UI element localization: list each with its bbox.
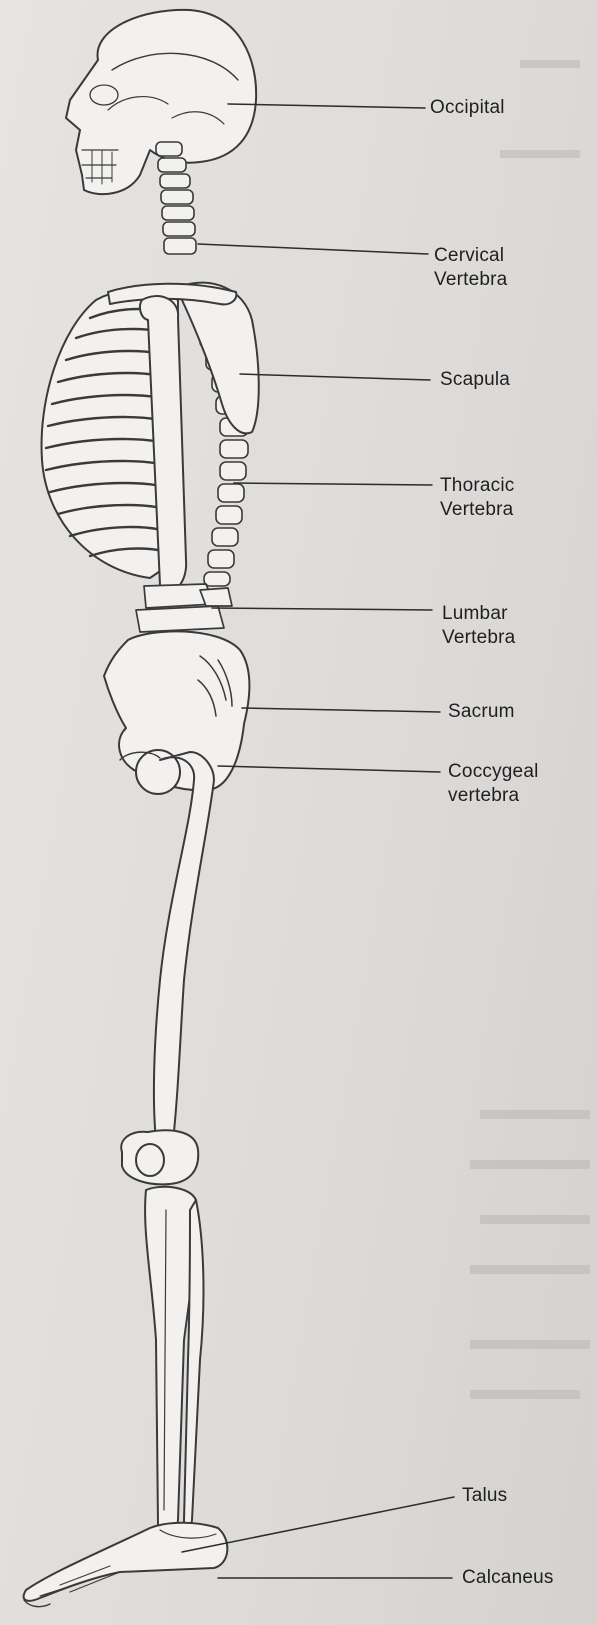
sacrum-leader — [242, 708, 440, 712]
thoracic-leader — [234, 483, 432, 485]
label-talus: Talus — [462, 1484, 507, 1508]
talus-leader — [182, 1497, 454, 1552]
label-lumbar-vertebra: Lumbar Vertebra — [442, 602, 515, 650]
lower-leg — [145, 1187, 203, 1537]
label-cervical-vertebra: Cervical Vertebra — [434, 244, 507, 292]
occipital-leader — [228, 104, 425, 108]
label-scapula: Scapula — [440, 368, 510, 392]
pelvis — [104, 631, 250, 794]
scapula-leader — [240, 374, 430, 380]
coccygeal-leader — [218, 766, 440, 772]
foot — [24, 1523, 228, 1607]
femur — [154, 752, 214, 1150]
label-occipital: Occipital — [430, 96, 505, 120]
cervical-leader — [198, 244, 428, 254]
lumbar-leader — [212, 608, 432, 610]
knee — [121, 1130, 198, 1184]
label-calcaneus: Calcaneus — [462, 1566, 554, 1590]
label-sacrum: Sacrum — [448, 700, 515, 724]
label-coccygeal-vertebra: Coccygeal vertebra — [448, 760, 539, 808]
label-thoracic-vertebra: Thoracic Vertebra — [440, 474, 514, 522]
